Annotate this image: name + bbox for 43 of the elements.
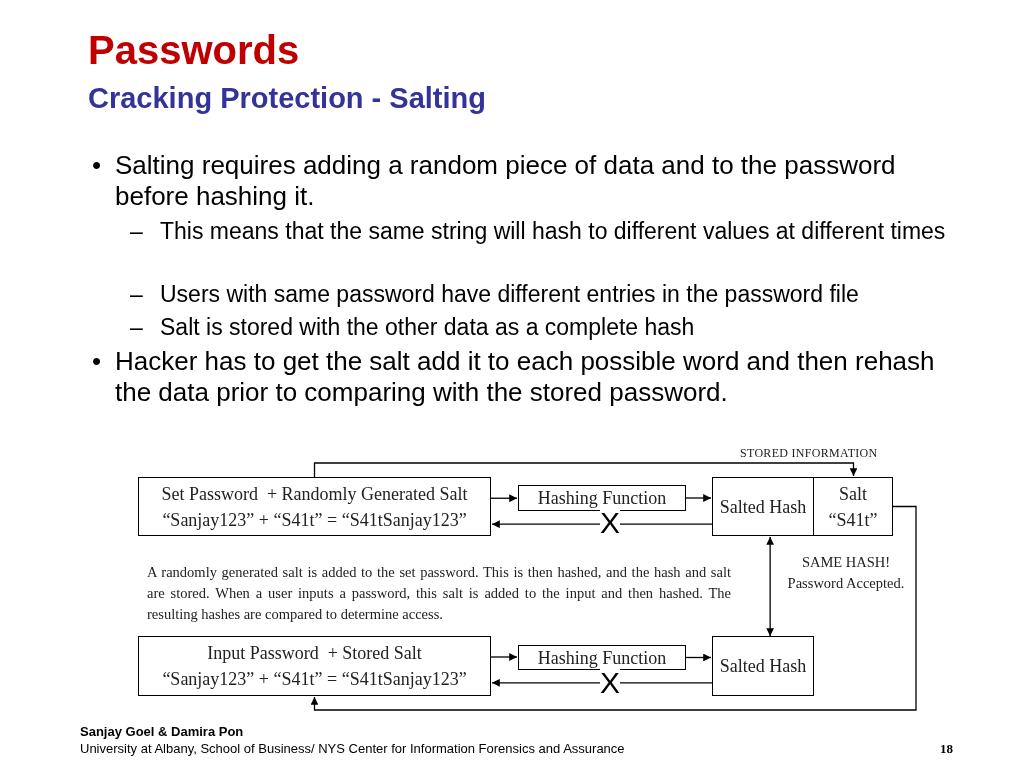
box-text: Hashing Function (537, 487, 667, 510)
bullet-text: Users with same password have different entries in the password file (160, 280, 860, 308)
arrow (490, 653, 518, 661)
box-text: Set Password + Randomly Generated Salt (161, 482, 468, 506)
bullet-text: Salting requires adding a random piece of data and to the password before hashing it. (115, 150, 897, 212)
process-box (138, 636, 491, 696)
process-box (712, 636, 814, 696)
bullet-text: Hacker has to get the salt add it to each possible word and then rehash the data prior to comparing with the stored password. (115, 346, 936, 408)
bullet-text: Salt is stored with the other data as a complete hash (160, 313, 696, 341)
slide-title: Passwords (88, 28, 300, 73)
bullet-text: This means that the same string will hash to different values at different times (160, 217, 947, 245)
process-box (712, 477, 814, 536)
box-text: “S41t” (828, 508, 878, 532)
footer-text: Sanjay Goel & Damira Pon (80, 724, 244, 739)
double-arrow (766, 536, 775, 637)
footer-text: University at Albany, School of Business/ NYS Center for Information Forensics and Assurance (80, 741, 625, 756)
process-box (518, 485, 686, 511)
box-text: “Sanjay123” + “S41t” = “S41tSanjay123” (162, 668, 467, 691)
box-text: Salt (839, 482, 867, 506)
slide-subtitle: Cracking Protection - Salting (88, 82, 486, 115)
process-box (518, 645, 686, 670)
annotation-text: STORED INFORMATION (740, 446, 878, 461)
bullet-marker: – (130, 217, 143, 245)
arrow (491, 678, 713, 687)
box-text: Input Password + Stored Salt (207, 642, 422, 665)
arrow (685, 653, 712, 662)
box-text: Salted Hash (719, 495, 807, 519)
bullet-marker: – (130, 280, 143, 308)
box-text: “Sanjay123” + “S41t” = “S41tSanjay123” (162, 508, 467, 532)
arrow (310, 505, 917, 711)
bullet-marker: • (92, 150, 102, 181)
bullet-marker: – (130, 313, 143, 341)
process-box (814, 477, 893, 536)
box-text: Hashing Function (537, 646, 667, 670)
description-text: A randomly generated salt is added to the set password. This is then hashed, and the hash and salt are stored. When a user inputs a password, this salt is added to the input and then hashed. The resulting hashes are compared to determine access. (147, 563, 731, 624)
page-number: 18 (940, 741, 953, 757)
arrow (685, 494, 712, 502)
arrow (313, 462, 858, 478)
box-text: Salted Hash (719, 655, 807, 678)
arrow (491, 520, 713, 529)
arrow (490, 494, 518, 503)
bullet-marker: • (92, 346, 102, 377)
process-box (138, 477, 491, 536)
